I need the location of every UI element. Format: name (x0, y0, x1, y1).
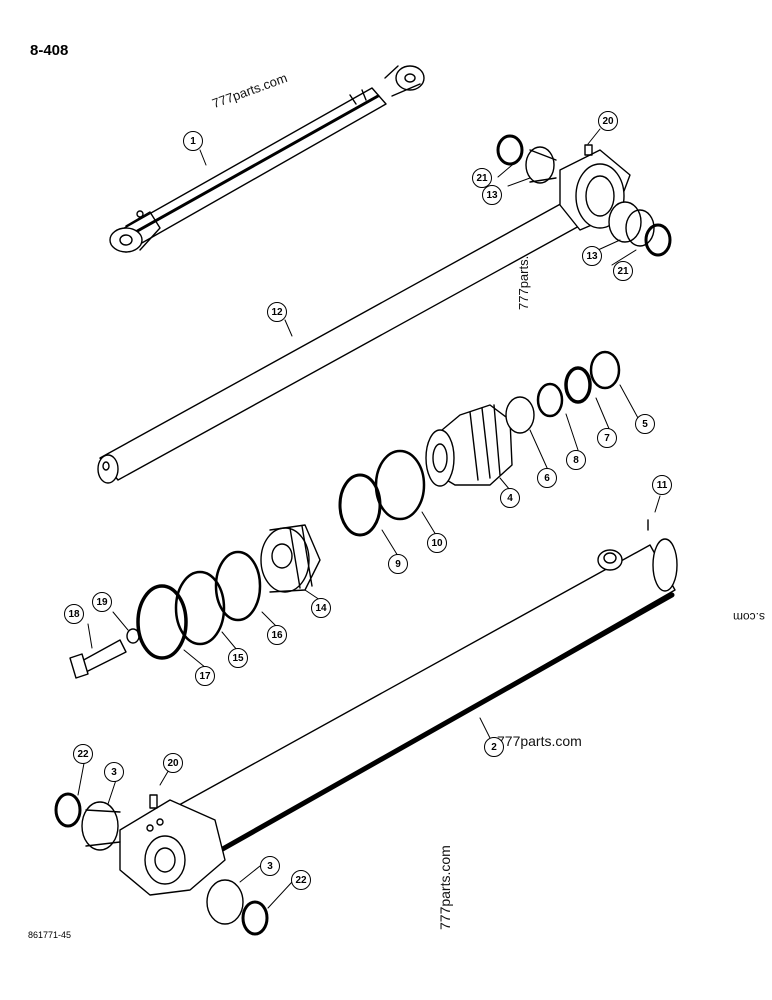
callout-16: 16 (267, 625, 287, 645)
callout-1: 1 (183, 131, 203, 151)
figure-code: 861771-45 (28, 930, 72, 940)
rod-eye-bushings (496, 134, 672, 257)
callout-20: 20 (163, 753, 183, 773)
gland-assembly (338, 350, 621, 537)
callout-22: 22 (73, 744, 93, 764)
callout-18: 18 (64, 604, 84, 624)
callout-11: 11 (652, 475, 672, 495)
callout-10: 10 (427, 533, 447, 553)
cylinder-barrel (119, 519, 678, 896)
callout-9: 9 (388, 554, 408, 574)
callout-22: 22 (291, 870, 311, 890)
callout-12: 12 (267, 302, 287, 322)
barrel-end-bushings (54, 792, 269, 936)
callout-21: 21 (613, 261, 633, 281)
callout-8: 8 (566, 450, 586, 470)
callout-17: 17 (195, 666, 215, 686)
leader-lines (77, 128, 661, 909)
callout-4: 4 (500, 488, 520, 508)
callout-15: 15 (228, 648, 248, 668)
piston-assembly (69, 524, 321, 679)
callout-6: 6 (537, 468, 557, 488)
callout-5: 5 (635, 414, 655, 434)
callout-13: 13 (482, 185, 502, 205)
callout-3: 3 (260, 856, 280, 876)
callout-19: 19 (92, 592, 112, 612)
callout-7: 7 (597, 428, 617, 448)
watermark: 777parts.com (497, 733, 582, 749)
callout-3: 3 (104, 762, 124, 782)
cylinder-assembly (109, 65, 425, 253)
callout-13: 13 (582, 246, 602, 266)
page-number: 8-408 (30, 42, 69, 59)
callout-21: 21 (472, 168, 492, 188)
callout-2: 2 (484, 737, 504, 757)
piston-rod (97, 144, 631, 484)
callout-14: 14 (311, 598, 331, 618)
callout-20: 20 (598, 111, 618, 131)
